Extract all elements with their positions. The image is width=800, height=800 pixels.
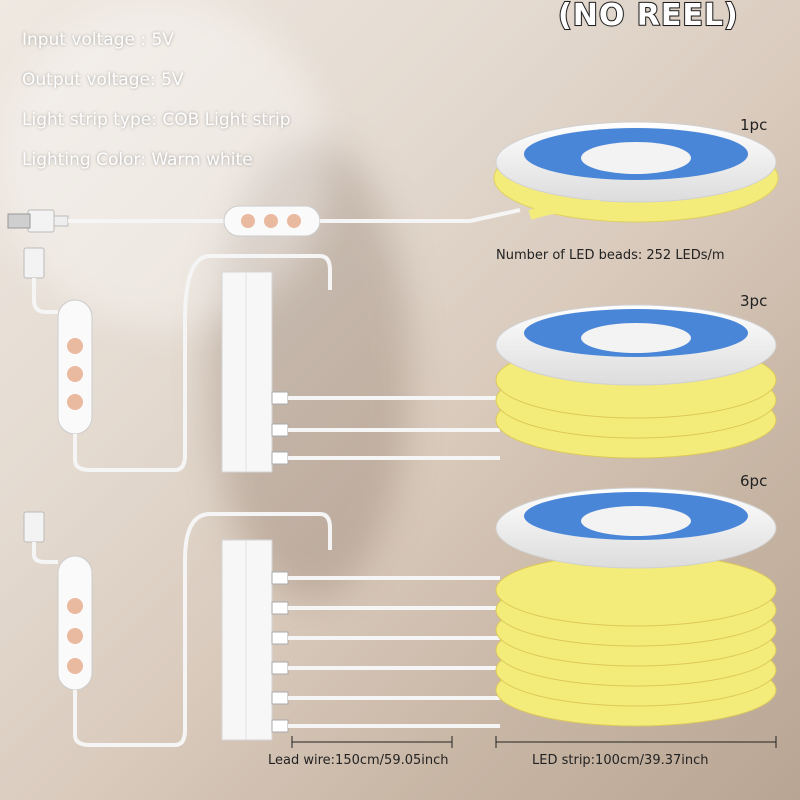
spec-input-voltage: Input voltage : 5V <box>22 30 174 50</box>
spec-output-voltage: Output voltage: 5V <box>22 70 184 90</box>
kit-label-3pc: 3pc <box>740 292 768 310</box>
output-leads <box>271 571 500 733</box>
output-leads <box>271 391 500 465</box>
strip-stack-6 <box>495 487 777 727</box>
dim-down-button-icon <box>241 214 255 228</box>
kit-label-1pc: 1pc <box>740 116 768 134</box>
led-strip-dimension <box>495 736 777 748</box>
splitter-box <box>221 539 273 741</box>
background-light <box>0 0 330 330</box>
power-button-icon <box>264 214 278 228</box>
kit-label-6pc: 6pc <box>740 472 768 490</box>
kit-1pc-assembly <box>7 121 779 237</box>
power-button-icon <box>67 628 83 644</box>
power-button-icon <box>67 366 83 382</box>
led-strip-caption: LED strip:100cm/39.37inch <box>532 753 709 768</box>
dim-down-button-icon <box>67 658 83 674</box>
lead-wire-dimension <box>291 736 453 748</box>
dim-up-button-icon <box>67 598 83 614</box>
usb-plug-icon <box>27 209 55 233</box>
dim-up-button-icon <box>67 338 83 354</box>
usb-plug-icon <box>23 511 45 543</box>
lead-wire-caption: Lead wire:150cm/59.05inch <box>268 753 449 768</box>
dim-up-button-icon <box>287 214 301 228</box>
dim-down-button-icon <box>67 394 83 410</box>
spec-lighting-color: Lighting Color: Warm white <box>22 150 253 170</box>
kit-3pc-assembly <box>23 247 777 473</box>
no-reel-title: (NO REEL) <box>557 0 739 34</box>
kit-6pc-assembly <box>23 487 777 747</box>
led-beads-caption: Number of LED beads: 252 LEDs/m <box>496 248 725 263</box>
strip-stack-3 <box>495 304 777 459</box>
spec-strip-type: Light strip type: COB Light strip <box>22 110 291 130</box>
splitter-box <box>221 271 273 473</box>
usb-plug-icon <box>23 247 45 279</box>
